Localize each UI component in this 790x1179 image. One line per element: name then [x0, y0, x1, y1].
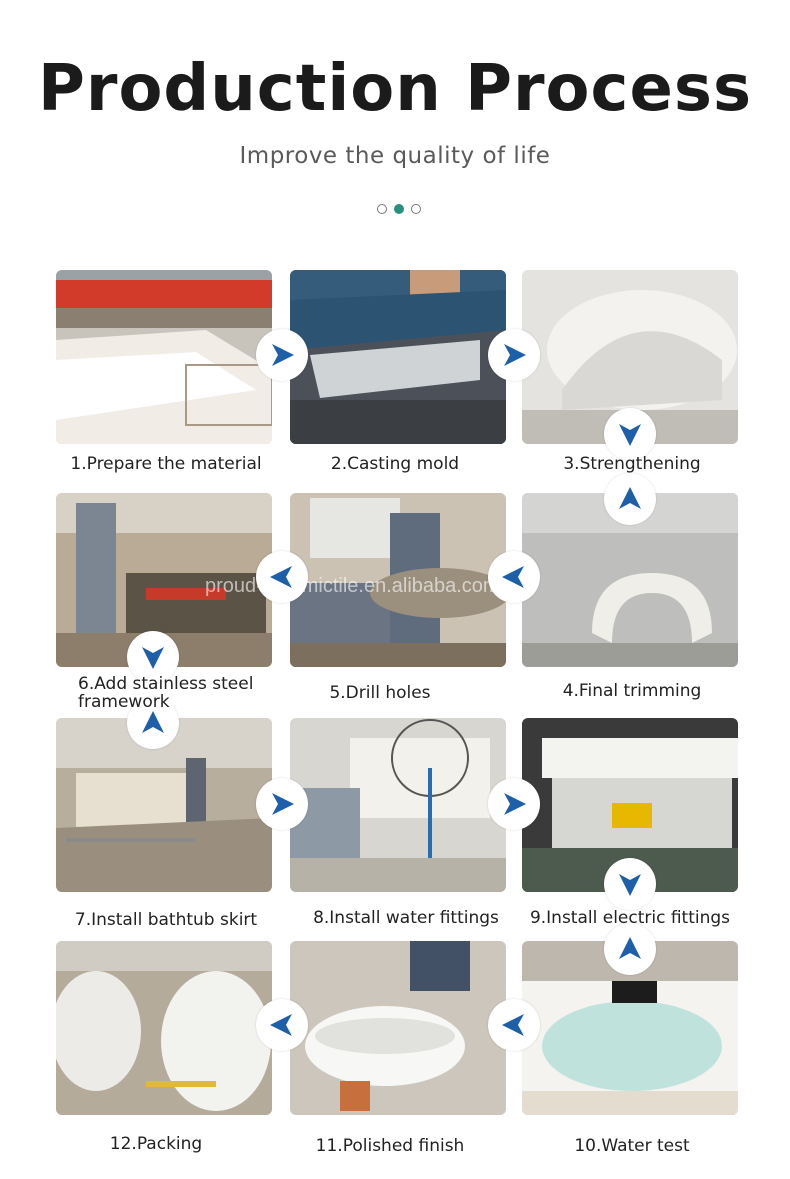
step-caption: 2.Casting mold — [330, 454, 460, 474]
down-arrow-icon — [604, 858, 656, 910]
step-caption: 6.Add stainless steel framework — [78, 674, 254, 712]
step-caption: 9.Install electric fittings — [529, 908, 731, 928]
up-arrow-icon — [604, 923, 656, 975]
step-photo-12 — [56, 941, 272, 1115]
step-caption: 8.Install water fittings — [313, 908, 499, 928]
watermark-text: proud-ceramictile.en.alibaba.com — [205, 575, 500, 597]
right-arrow-icon — [488, 329, 540, 381]
right-arrow-icon — [488, 778, 540, 830]
step-photo-5 — [290, 493, 506, 667]
pager-dots — [377, 204, 421, 216]
step-caption: 4.Final trimming — [562, 681, 702, 701]
step-photo-1 — [56, 270, 272, 444]
down-arrow-icon — [604, 408, 656, 460]
left-arrow-icon — [256, 551, 308, 603]
right-arrow-icon — [256, 329, 308, 381]
step-photo-2 — [290, 270, 506, 444]
pager-dot-active — [394, 204, 404, 214]
step-caption: 11.Polished finish — [315, 1136, 465, 1156]
pager-dot — [377, 204, 387, 214]
up-arrow-icon — [604, 473, 656, 525]
pager-dot — [411, 204, 421, 214]
step-caption: 1.Prepare the material — [70, 454, 262, 474]
step-caption: 3.Strengthening — [563, 454, 701, 474]
page-title: Production Process — [37, 52, 753, 126]
step-photo-8 — [290, 718, 506, 892]
right-arrow-icon — [256, 778, 308, 830]
page-subtitle: Improve the quality of life — [239, 143, 551, 169]
left-arrow-icon — [256, 999, 308, 1051]
up-arrow-icon — [127, 697, 179, 749]
down-arrow-icon — [127, 631, 179, 683]
step-caption: 7.Install bathtub skirt — [74, 910, 258, 930]
step-caption: 12.Packing — [109, 1134, 203, 1154]
left-arrow-icon — [488, 551, 540, 603]
left-arrow-icon — [488, 999, 540, 1051]
step-caption: 10.Water test — [574, 1136, 690, 1156]
step-caption: 5.Drill holes — [329, 683, 431, 703]
step-photo-11 — [290, 941, 506, 1115]
